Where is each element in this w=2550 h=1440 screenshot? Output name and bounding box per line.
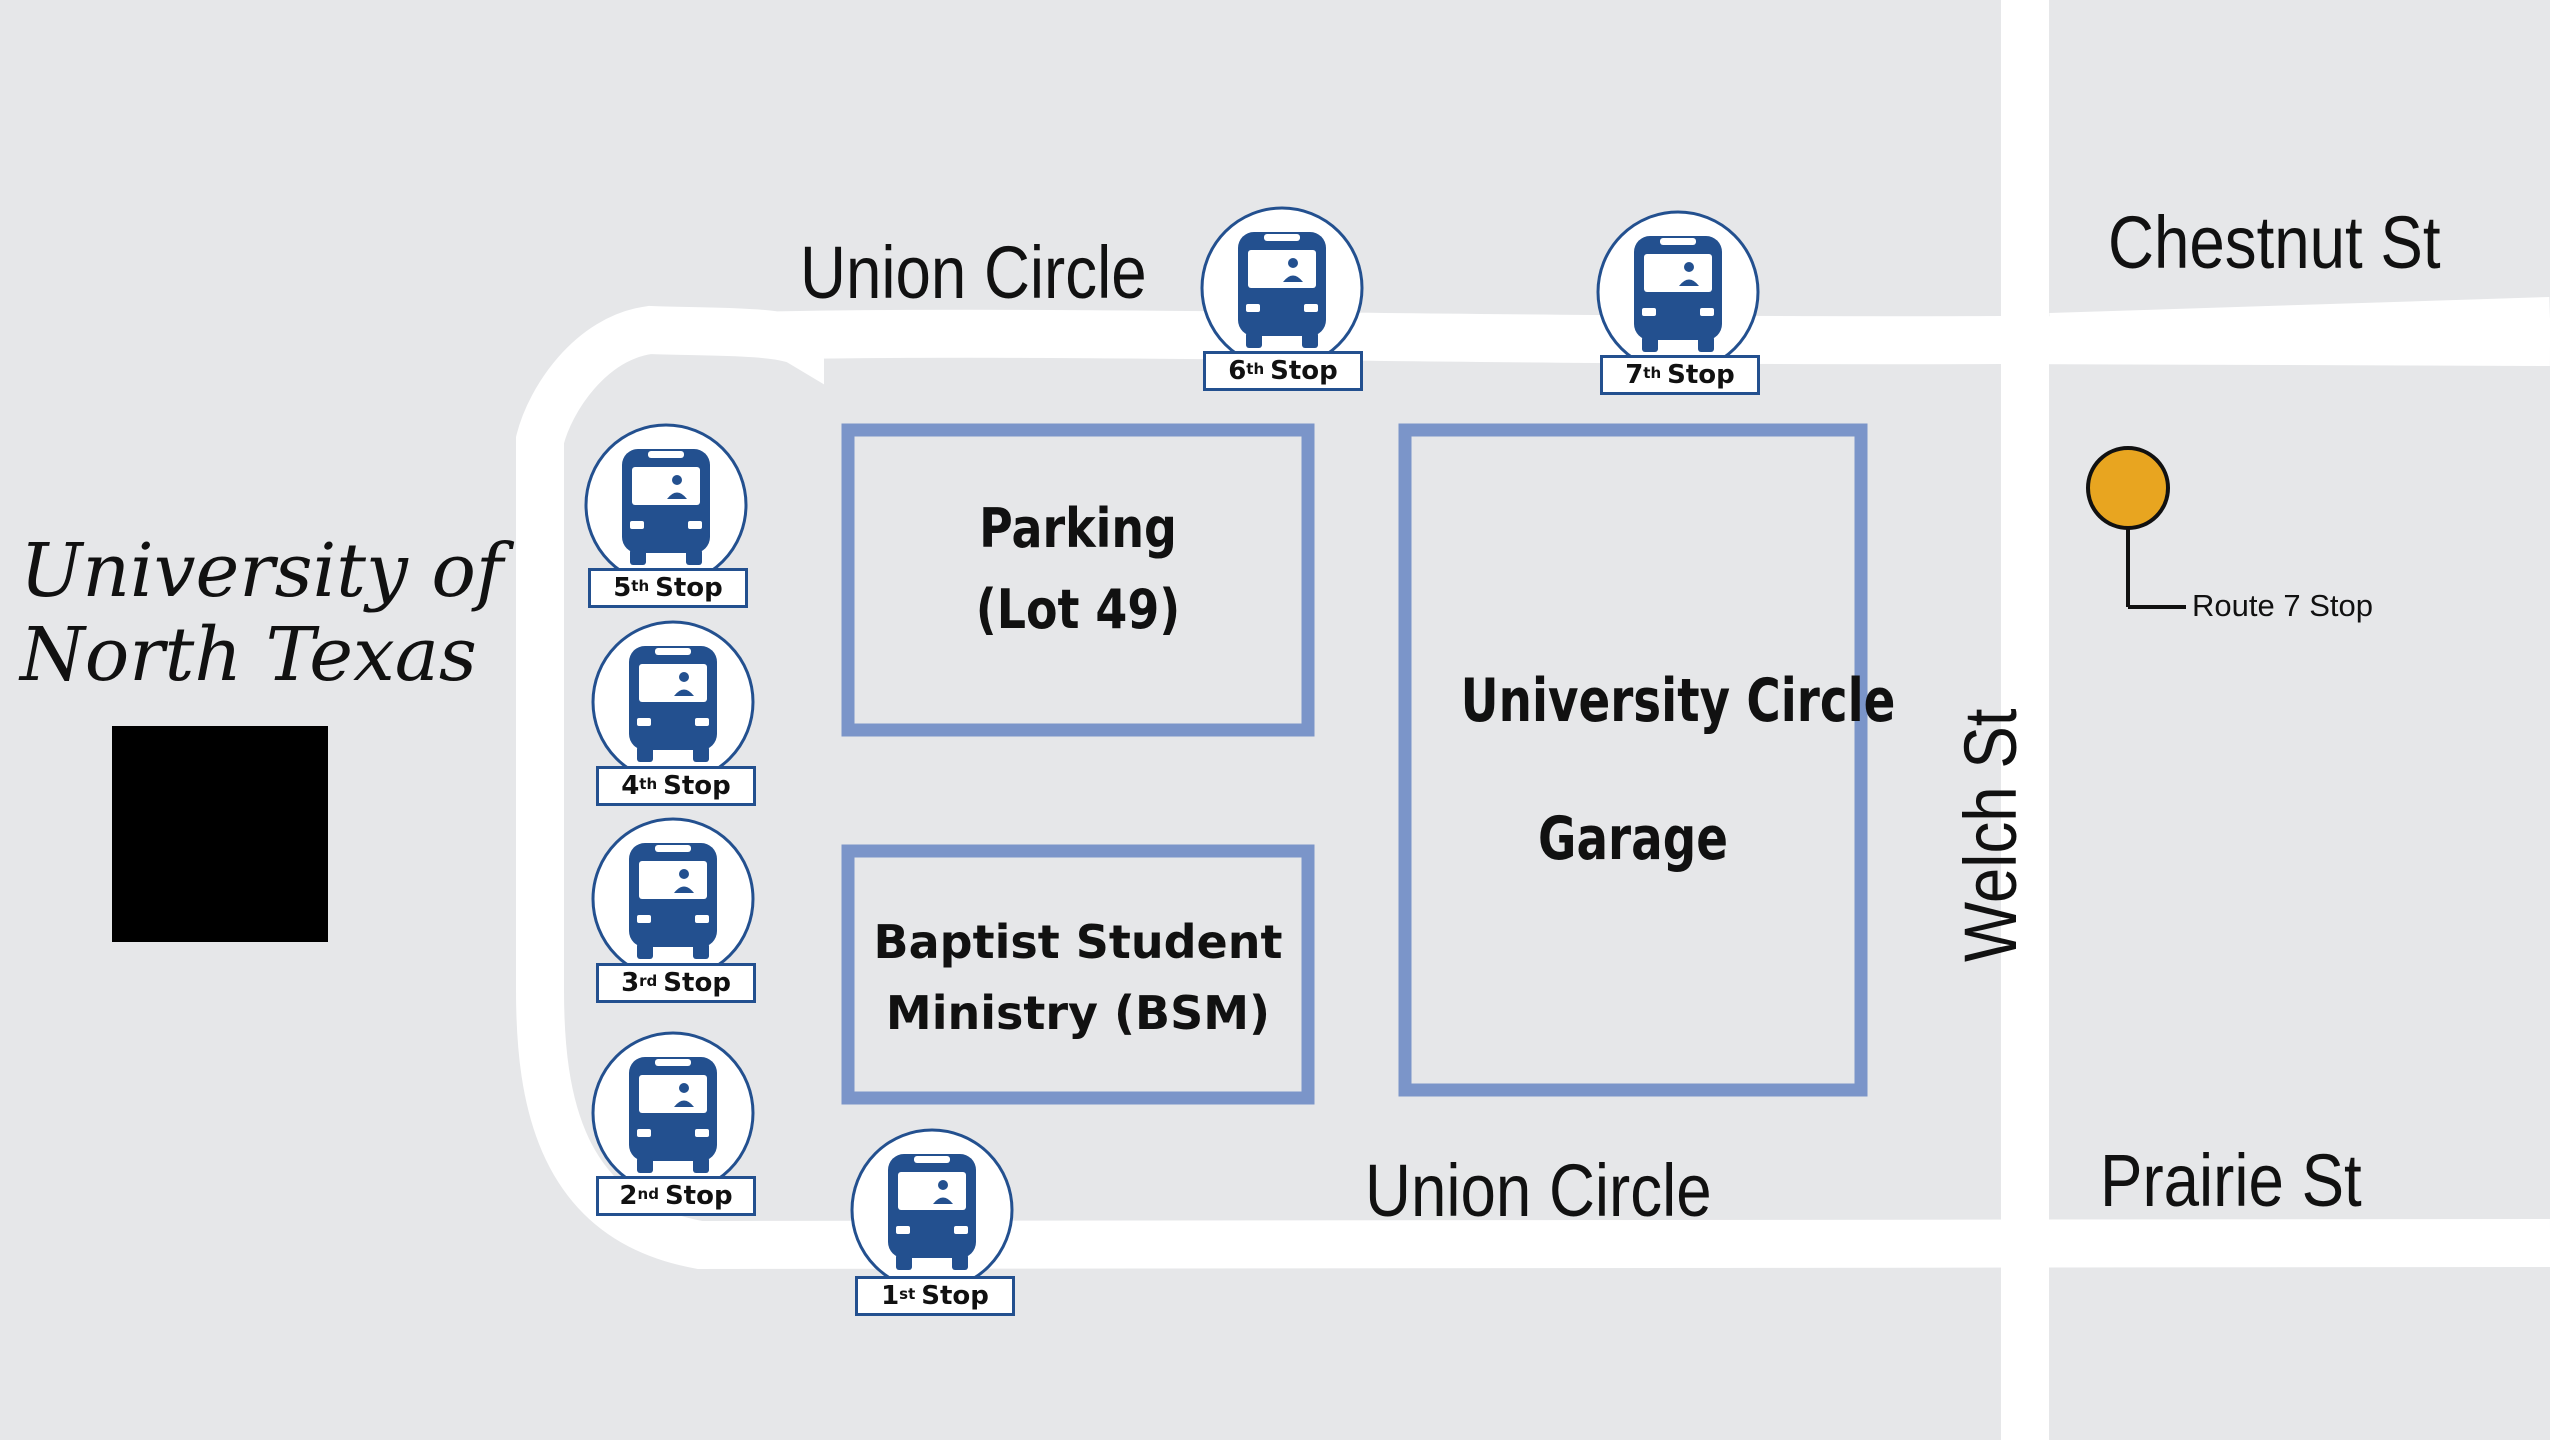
parking-label-line2: (Lot 49): [975, 578, 1181, 641]
garage-label-line2: Garage: [1538, 804, 1728, 874]
university-label: University of North Texas: [20, 528, 504, 698]
route-7-stop-label: Route 7 Stop: [2192, 588, 2373, 623]
garage-label-line1: University Circle: [1460, 666, 1896, 736]
bsm-label-line1: Baptist Student: [873, 915, 1283, 969]
bus-icon: [1596, 210, 1760, 374]
road-network: [516, 0, 2550, 1440]
bsm-label: Baptist Student Ministry (BSM): [855, 907, 1301, 1050]
bsm-label-line2: Ministry (BSM): [885, 986, 1271, 1041]
union-circle-north-label: Union Circle: [800, 231, 1147, 314]
bsm-outline: [841, 844, 1315, 1105]
route-stop-pin-icon: [2086, 446, 2186, 609]
bus-icon: [591, 620, 755, 784]
garage-outline: [1398, 423, 1868, 1097]
garage-label: University Circle Garage: [1460, 632, 1896, 908]
university-label-line2: North Texas: [20, 611, 477, 698]
parking-label-line1: Parking: [979, 497, 1177, 560]
bus-icon: [1200, 206, 1364, 370]
prairie-st-label: Prairie St: [2100, 1139, 2362, 1222]
bus-icon: [591, 817, 755, 981]
university-block: [112, 726, 328, 942]
parking-lot-outline: [841, 423, 1315, 737]
bus-icon: [850, 1128, 1014, 1292]
chestnut-st-road: [2049, 297, 2550, 359]
union-circle-road: [516, 305, 2550, 1270]
chestnut-st-label: Chestnut St: [2108, 201, 2441, 284]
parking-label: Parking (Lot 49): [888, 488, 1267, 650]
welch-st-label: Welch St: [1949, 708, 2032, 962]
bus-icon: [591, 1031, 755, 1195]
bus-icon: [584, 423, 748, 587]
union-circle-south-label: Union Circle: [1365, 1149, 1712, 1232]
university-label-line1: University of: [20, 528, 504, 614]
